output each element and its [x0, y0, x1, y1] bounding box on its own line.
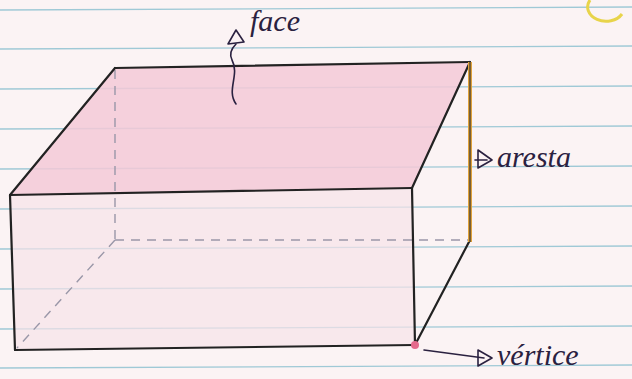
top-face-shading [10, 62, 470, 195]
hidden-edges [17, 70, 468, 348]
highlighted-edge-outline [469, 62, 470, 242]
leader-lines [228, 30, 492, 366]
front-face-shading [10, 188, 415, 350]
ruled-lines [0, 7, 632, 368]
part-label: face [250, 4, 300, 38]
part-label: vértice [497, 338, 579, 372]
part-label: aresta [497, 140, 571, 174]
highlighted-edge [468, 62, 472, 242]
vertex-dot [411, 341, 419, 349]
visible-edges [10, 62, 470, 350]
yellow-mark [588, 0, 622, 21]
